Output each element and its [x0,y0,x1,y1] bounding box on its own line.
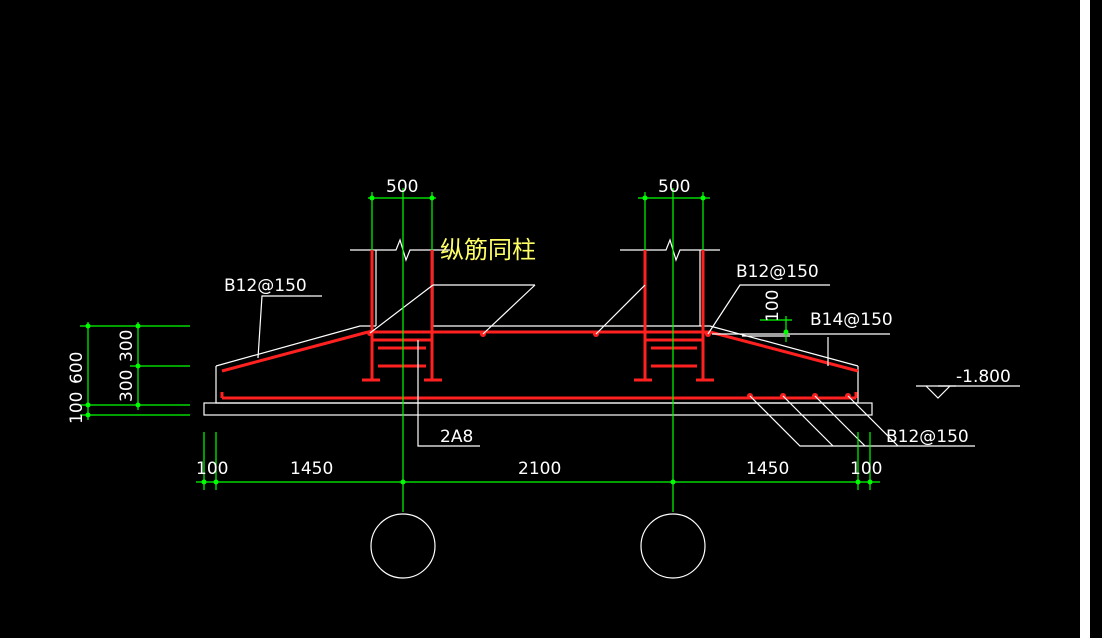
bottom-dim-right-100: 100 [850,459,882,479]
bottom-dim-left-1450: 1450 [290,459,333,479]
top-dim-left: 500 [386,177,418,197]
left-dim-600: 600 [67,352,87,384]
column-bars-note: 纵筋同柱 [440,236,536,264]
left-top-bar-label: B12@150 [224,276,307,296]
bottom-dim-2100: 2100 [518,459,561,479]
left-dim-300-bottom: 300 [117,370,137,402]
dimension-lines [80,188,880,512]
right-top-bar-label: B12@150 [736,262,819,282]
stirrup-label: 2A8 [440,427,473,447]
bottom-dim-right-1450: 1450 [746,459,789,479]
left-dim-100: 100 [67,392,87,424]
left-dim-300-top: 300 [117,330,137,362]
window-edge-bar [1080,0,1090,638]
elevation-label: -1.800 [956,367,1011,387]
pile-circles [370,513,706,579]
slope-dim-label: 100 [763,290,783,322]
bottom-dim-left-100: 100 [196,459,228,479]
slope-bar-label: B14@150 [810,310,893,330]
bottom-bar-label: B12@150 [886,427,969,447]
leader-lines [257,284,1020,447]
top-dim-right: 500 [658,177,690,197]
